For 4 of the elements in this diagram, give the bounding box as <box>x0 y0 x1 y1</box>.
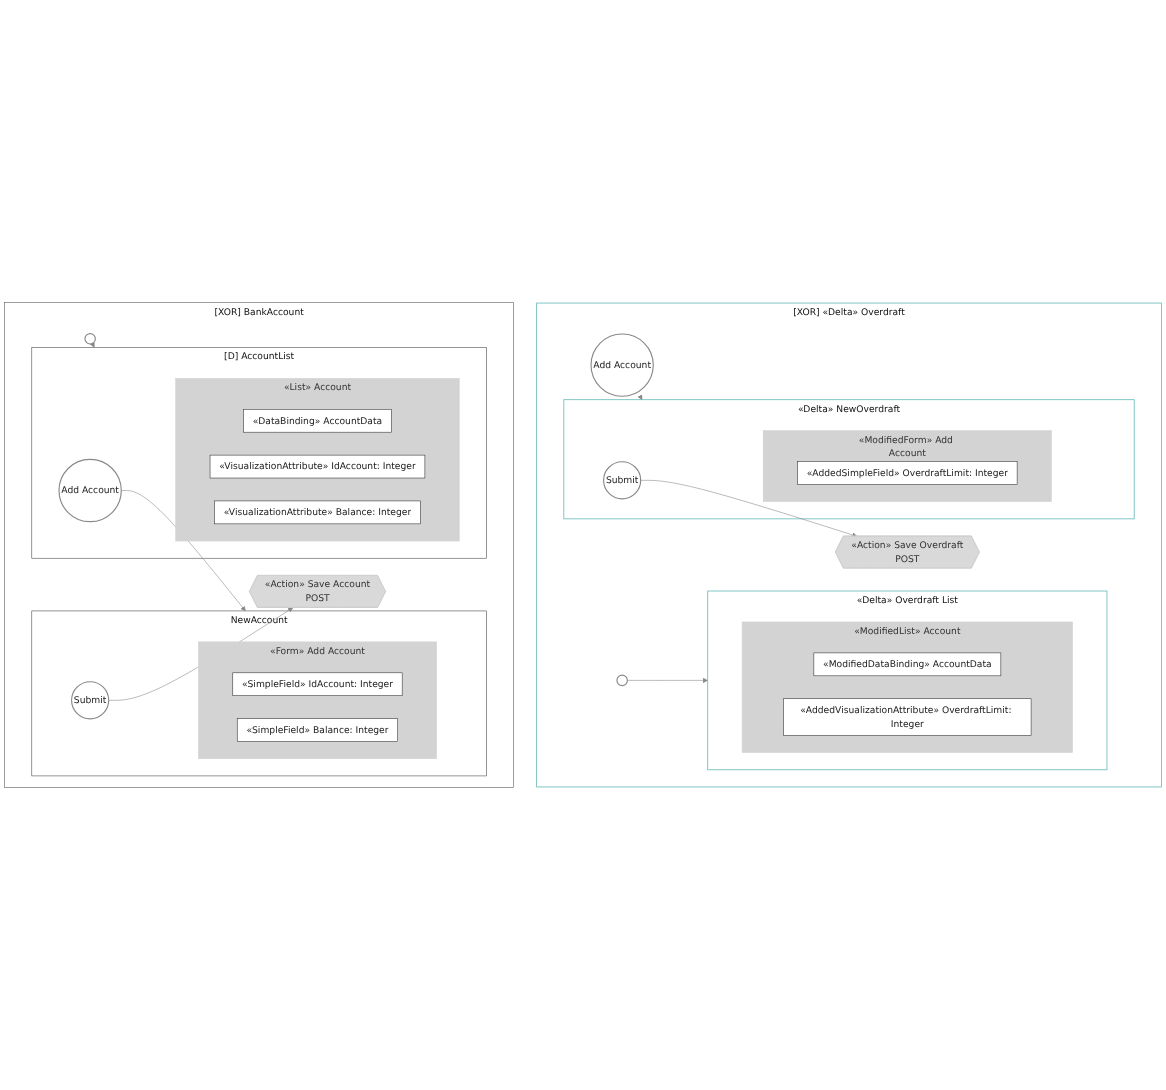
node-circle <box>84 333 96 345</box>
node-circle <box>616 674 628 687</box>
arrow <box>90 342 95 348</box>
arrow <box>637 394 643 400</box>
